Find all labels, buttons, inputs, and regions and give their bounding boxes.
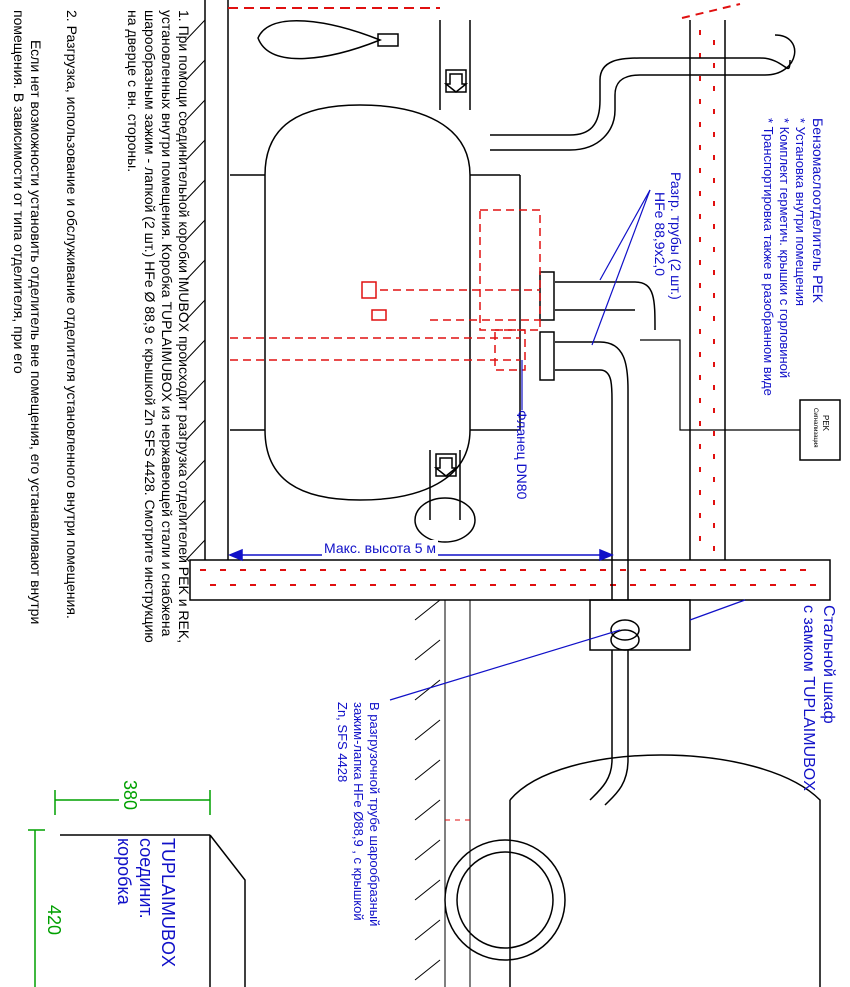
product-note-item-3: * Транспортировка также в разобранном ви…: [761, 118, 776, 396]
steel-cabinet-label-2: с замком TUPLAIMUBOX: [800, 605, 817, 791]
ground-hatching-lower: [414, 599, 471, 987]
steel-cabinet-label-1: Стальной шкаф: [820, 605, 837, 724]
box-dimension-height: 420: [43, 905, 64, 936]
storage-tank: [444, 754, 821, 987]
instruction-paragraph-3: Если нет возможности установить отделите…: [11, 10, 44, 625]
separator-tank: [230, 104, 521, 501]
instruction-paragraph-2: 2. Разгрузка, использование и обслуживан…: [64, 10, 80, 619]
max-height-label: Макс. высота 5 м: [322, 540, 439, 557]
connection-box: [60, 834, 246, 987]
leader-lines: [389, 189, 746, 701]
alarm-device: [799, 399, 841, 461]
pipe-to-tank: [589, 650, 629, 806]
box-label-line-3: коробка: [114, 838, 134, 905]
flange-label: Фланец DN80: [514, 410, 530, 500]
product-note-title: Бензомаслоотделитель PEK: [810, 118, 826, 304]
product-note-item-2: * Комплект герметич. крышки с горловиной: [777, 118, 792, 379]
discharge-pipes-label-1: Разгр. трубы (2 шт.): [668, 172, 684, 300]
steel-cabinet: [589, 599, 691, 651]
box-label-line-2: соединит.: [136, 838, 156, 919]
alarm-cable: [640, 339, 800, 431]
box-label-line-1: TUPLAIMUBOX: [158, 838, 178, 968]
hidden-internals: [230, 209, 541, 371]
alarm-label-2: Сигнализация: [812, 408, 818, 448]
clamp-note-1: В разгрузочной трубе шарообразный: [367, 702, 382, 927]
outlet-pipe: [414, 450, 476, 543]
floor-slab: [189, 559, 831, 601]
building-wall-column: [681, 3, 741, 560]
product-note-item-1: * Установка внутри помещения: [793, 118, 808, 307]
lifting-sling: [257, 20, 399, 60]
instruction-paragraph-1: 1. При помощи соединительной коробки IMU…: [125, 10, 192, 644]
hidden-probes: [361, 281, 387, 321]
inlet-pipe: [439, 20, 471, 110]
discharge-pipes: [539, 271, 656, 600]
alarm-label-1: PEK: [821, 415, 830, 432]
discharge-pipes-label-2: HFe 88,9x2,0: [652, 192, 668, 277]
clamp-note-3: Zn, SFS 4428: [335, 702, 350, 783]
vent-pipe: [490, 34, 796, 151]
box-dimension-width: 380: [119, 780, 140, 811]
clamp-note-2: зажим-лапка HFe Ø88,9 , с крышкой: [351, 702, 366, 921]
ground-hatching: [185, 0, 206, 561]
